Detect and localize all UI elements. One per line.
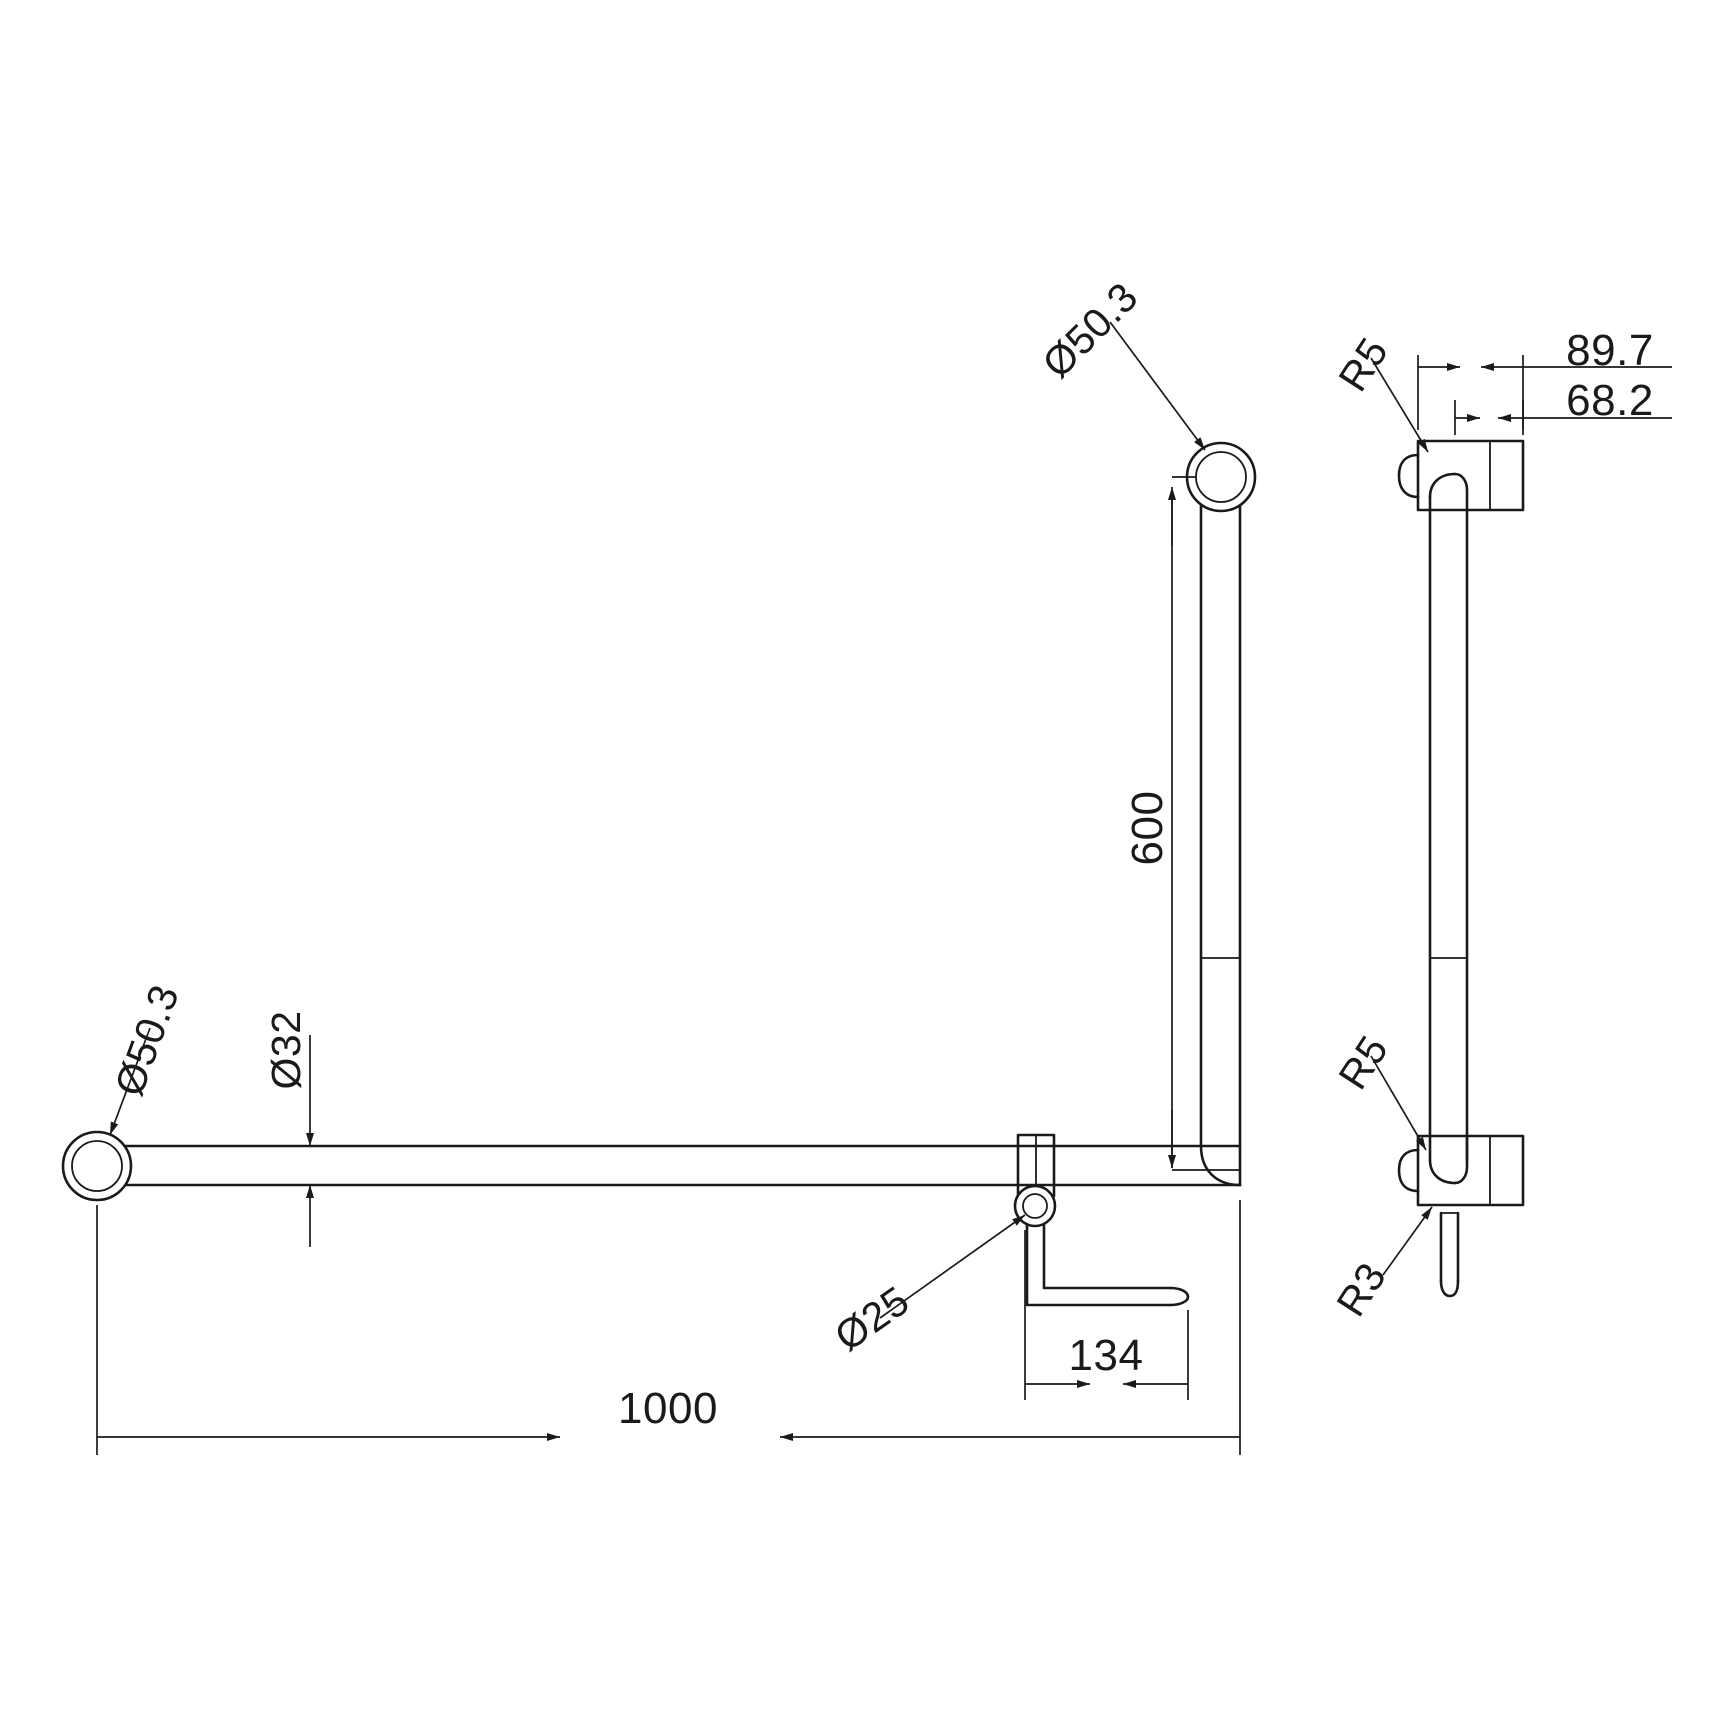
label-side-depth-inner: 68.2 (1566, 376, 1654, 425)
dim-bracket-offset (1024, 1230, 1189, 1400)
dim-side-depth-outer (1417, 355, 1672, 430)
label-radius-mid: R5 (1329, 1027, 1397, 1097)
dim-vertical-length (1168, 476, 1240, 1171)
label-flange-top: Ø50.3 (1033, 273, 1146, 386)
dim-radius-low (1382, 1206, 1433, 1276)
label-radius-top: R5 (1329, 329, 1397, 399)
side-view-rail (1397, 439, 1525, 1298)
dim-radius-mid (1370, 1055, 1427, 1151)
dim-side-depth-inner (1454, 400, 1672, 435)
label-flange-left: Ø50.3 (106, 979, 188, 1102)
label-bracket-offset: 134 (1069, 1331, 1144, 1380)
dim-radius-top (1370, 357, 1429, 453)
dim-horizontal-length (96, 1200, 1241, 1455)
dim-slider-diameter (879, 1214, 1026, 1319)
dim-flange-top (1109, 321, 1206, 451)
label-radius-low: R3 (1327, 1254, 1395, 1324)
label-slider-diameter: Ø25 (826, 1277, 917, 1360)
label-tube-diameter: Ø32 (263, 1011, 309, 1090)
label-horizontal-length: 1000 (618, 1384, 718, 1433)
label-vertical-length: 600 (1123, 791, 1172, 866)
front-view-rail (61, 441, 1257, 1307)
label-side-depth-outer: 89.7 (1566, 326, 1654, 375)
dim-flange-left (109, 1027, 151, 1136)
